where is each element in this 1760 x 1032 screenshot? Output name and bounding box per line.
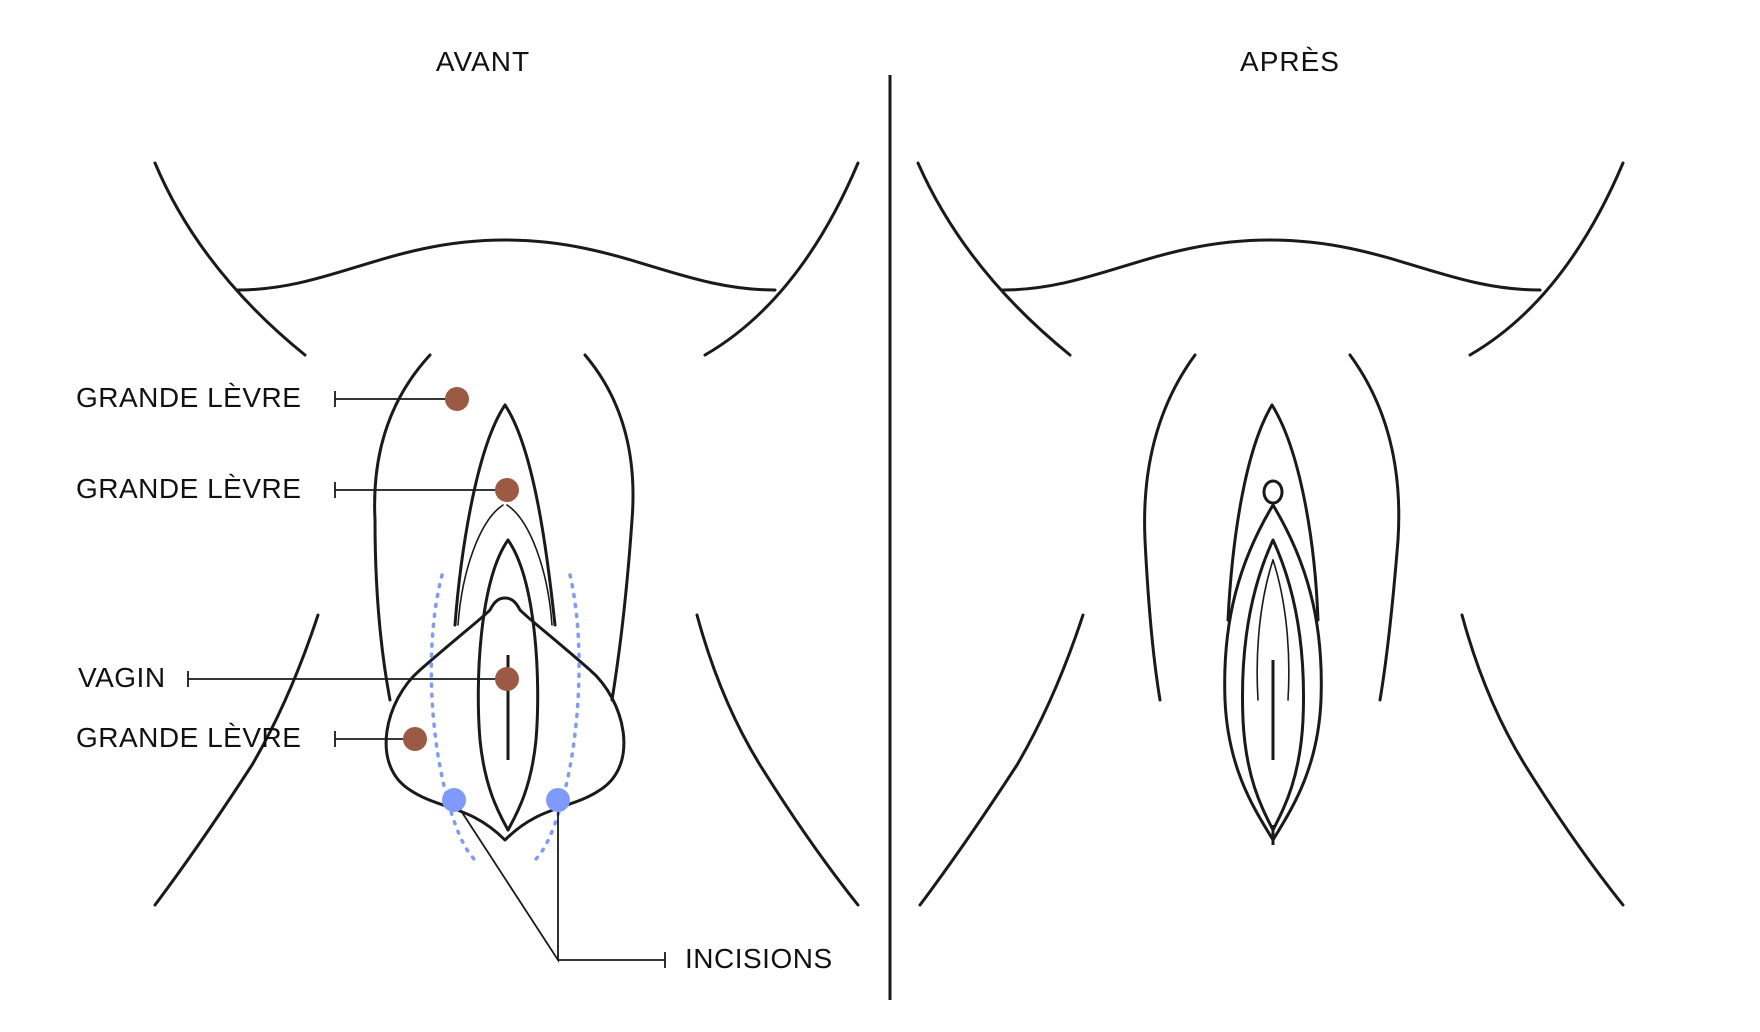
after-clitoris [1262, 479, 1284, 505]
leader-incisions [453, 799, 666, 968]
after-outer-contour-left [1143, 353, 1197, 702]
after-thigh-right [1460, 613, 1625, 907]
before-labia-minora [384, 596, 626, 842]
panel-title-after: APRÈS [1240, 46, 1340, 77]
before-thigh-left [153, 613, 320, 907]
label-grande-levre-2: GRANDE LÈVRE [76, 473, 302, 504]
marker-grande-levre-1 [445, 387, 469, 411]
marker-grande-levre-3 [403, 727, 427, 751]
before-outer-contour-right [583, 353, 635, 702]
after-thigh-left [918, 613, 1085, 907]
before-inner-contour [476, 538, 540, 832]
before-hip-right [703, 161, 860, 357]
after-hip-left [916, 161, 1072, 357]
label-grande-levre-1: GRANDE LÈVRE [76, 382, 302, 413]
incision-line-left [429, 573, 477, 862]
before-sketch-left [457, 504, 504, 626]
incision-line-right [533, 573, 581, 862]
before-hip-left [153, 161, 307, 357]
leader-grande-levre-1 [334, 391, 455, 407]
leader-vagin [187, 671, 505, 687]
before-outer-contour-left [373, 353, 432, 702]
after-inner-outline [1226, 403, 1320, 622]
marker-incision-right [546, 788, 570, 812]
panel-title-before: AVANT [435, 46, 531, 77]
after-sketch-right [1272, 559, 1290, 701]
after-belly-line [1001, 238, 1542, 292]
label-vagin: VAGIN [78, 662, 166, 693]
before-thigh-right [695, 613, 860, 907]
after-sketch-left [1256, 559, 1274, 701]
before-belly-line [236, 238, 777, 292]
before-inner-outline [453, 403, 557, 627]
marker-grande-levre-2 [495, 478, 519, 502]
before-sketch-right [506, 504, 553, 626]
label-incisions: INCISIONS [685, 943, 833, 974]
label-grande-levre-3: GRANDE LÈVRE [76, 722, 302, 753]
leader-grande-levre-3 [334, 731, 415, 747]
leader-grande-levre-2 [334, 482, 505, 498]
after-hip-right [1468, 161, 1625, 357]
marker-vagin [495, 667, 519, 691]
marker-incision-left [442, 788, 466, 812]
after-illustration [916, 161, 1625, 907]
after-outer-contour-right [1348, 353, 1401, 702]
before-illustration [153, 161, 860, 968]
